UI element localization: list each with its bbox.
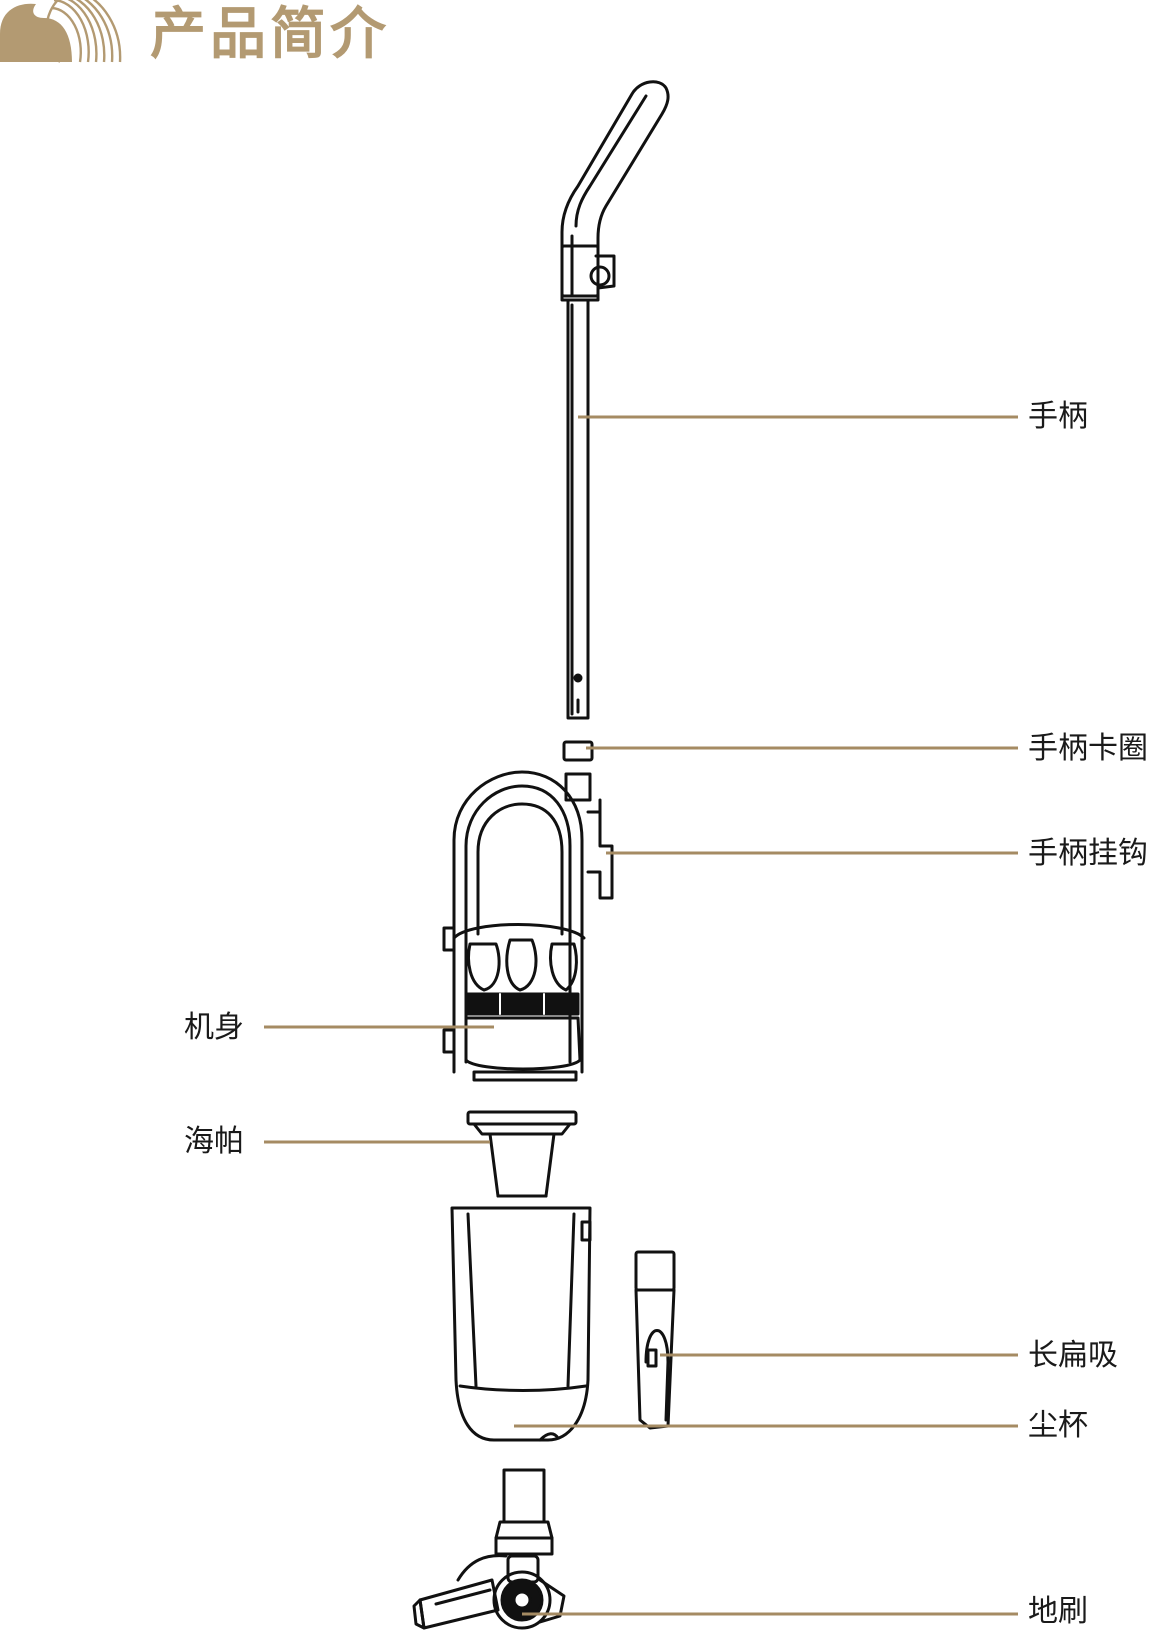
page-title: 产品简介 [150, 2, 390, 67]
label-dust-cup: 尘杯 [1028, 1408, 1088, 1443]
label-handle: 手柄 [1028, 399, 1088, 434]
label-handle-ring: 手柄卡圈 [1028, 731, 1148, 766]
dust-cup-drawing [450, 1206, 592, 1442]
handle-ring-drawing [562, 740, 594, 762]
floor-brush-drawing [412, 1468, 566, 1630]
label-hepa: 海帕 [184, 1124, 244, 1159]
body-drawing [442, 770, 614, 1082]
handle-drawing [560, 80, 670, 720]
label-body: 机身 [184, 1010, 244, 1045]
hepa-drawing [466, 1110, 578, 1198]
label-floor-brush: 地刷 [1028, 1594, 1088, 1629]
label-handle-hook: 手柄挂钩 [1028, 836, 1148, 871]
brand-logo [0, 0, 122, 63]
label-crevice-tool: 长扁吸 [1028, 1338, 1118, 1373]
crevice-tool-drawing [634, 1250, 676, 1430]
